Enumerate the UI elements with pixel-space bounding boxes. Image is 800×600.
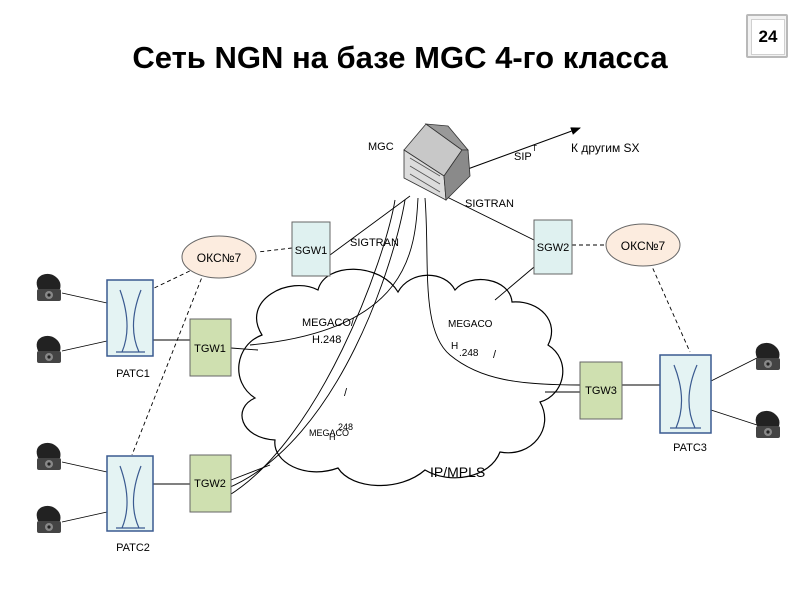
telephone-icon <box>755 342 780 370</box>
cloud-label: IP/MPLS <box>430 464 485 480</box>
link-sgw2-cloud <box>494 261 541 301</box>
okc-right-label: ОКС№7 <box>621 239 666 253</box>
link-phone-patc3-a <box>710 357 758 382</box>
okc-left-node <box>181 235 257 279</box>
telephone-icon <box>36 335 61 363</box>
248-right-label: .248 <box>459 348 479 359</box>
link-phone-patc2-a <box>61 461 108 473</box>
sgw2-node <box>533 219 573 275</box>
external-sx-label: К другим SX <box>571 141 640 155</box>
sigtran-sgw1-label: SIGTRAN <box>350 237 399 249</box>
sgw1-label: SGW1 <box>295 245 327 257</box>
tgw3-label: TGW3 <box>585 385 617 397</box>
okc-left-label: ОКС№7 <box>197 251 242 265</box>
link-mgc-sgw1 <box>329 195 411 256</box>
sigtran-mgc-label: SIGTRAN <box>465 198 514 210</box>
link-phone-patc1-b <box>61 340 108 352</box>
slide-title: Сеть NGN на базе MGC 4-го класса <box>132 40 668 75</box>
link-okc-patc1 <box>149 267 197 291</box>
link-mgc-tgw2 <box>227 199 406 489</box>
link-tgw1-cloud <box>230 347 259 351</box>
tgw3-node <box>579 361 623 420</box>
page-number: 24 <box>751 19 785 55</box>
cross-connect-icon <box>670 364 701 429</box>
patc2-node <box>106 455 154 532</box>
sip-t-label: T <box>532 144 537 153</box>
248-bottom-label: 248 <box>338 422 353 432</box>
slash-right-label: / <box>493 349 497 361</box>
link-mgc-tgw1 <box>249 197 419 346</box>
h-right-label: H <box>451 341 458 352</box>
link-phone-patc3-b <box>710 409 758 426</box>
telephone-icon <box>36 442 61 470</box>
tgw2-node <box>189 454 232 513</box>
link-phone-patc2-b <box>61 511 108 523</box>
megaco-bottom-label: MEGACO <box>309 428 349 438</box>
sip-label: SIP <box>514 151 532 163</box>
megaco-right-label: MEGACO <box>448 319 493 330</box>
cross-connect-icon <box>116 289 145 353</box>
patc3-label: PATC3 <box>673 442 707 454</box>
tgw1-label: TGW1 <box>194 343 226 355</box>
tgw1-node <box>189 318 232 377</box>
telephone-icon <box>755 410 780 438</box>
sgw1-node <box>291 221 331 277</box>
link-phone-patc1-a <box>61 292 108 304</box>
h-bottom-label: H <box>329 432 336 442</box>
patc3-node <box>659 354 712 434</box>
slash-mid-label: / <box>344 387 348 399</box>
link-okc-patc3 <box>649 261 691 353</box>
link-mgc-tgw3 <box>424 197 581 386</box>
patc1-label: PATC1 <box>116 368 150 380</box>
link-mgc-external <box>464 127 581 171</box>
link-okc-patc2 <box>131 271 205 456</box>
link-sgw1-okc <box>257 247 293 253</box>
telephone-icon <box>36 505 61 533</box>
tgw2-label: TGW2 <box>194 478 226 490</box>
page-number-badge: 24 <box>746 14 788 58</box>
megaco-left-label: MEGACO/ <box>302 317 355 329</box>
patc2-label: PATC2 <box>116 542 150 554</box>
sgw2-label: SGW2 <box>537 242 569 254</box>
mgc-label: MGC <box>368 141 394 153</box>
ip-mpls-cloud <box>238 268 564 487</box>
cross-connect-icon <box>116 465 145 529</box>
okc-right-node <box>605 223 681 267</box>
telephone-icon <box>36 273 61 301</box>
h248-left-label: H.248 <box>312 334 341 346</box>
server-icon <box>403 123 471 201</box>
link-mgc-sgw2 <box>444 195 539 243</box>
patc1-node <box>106 279 154 357</box>
link-tgw2-cloud <box>230 464 271 481</box>
